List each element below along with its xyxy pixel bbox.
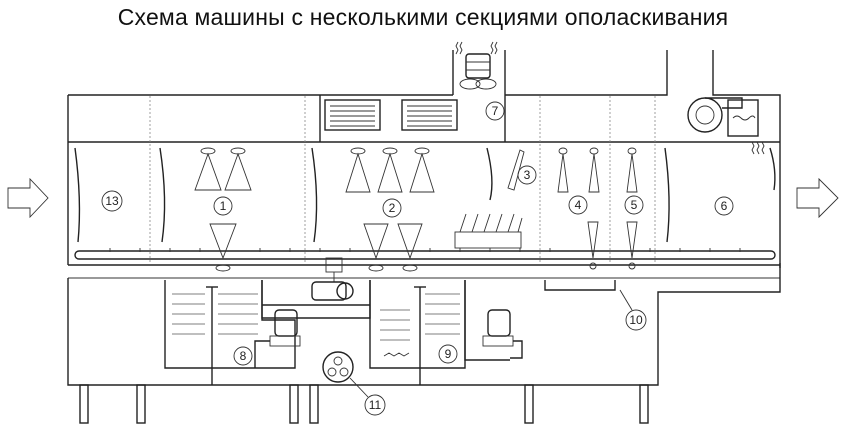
svg-text:4: 4	[575, 198, 582, 212]
central-pump-drive	[311, 257, 354, 301]
svg-text:3: 3	[524, 168, 531, 182]
pump-8	[254, 309, 301, 368]
machine-legs	[79, 384, 649, 424]
conveyor-belt	[74, 248, 776, 260]
callout-2: 2	[382, 198, 402, 218]
svg-text:1: 1	[220, 199, 227, 213]
dryer-blower	[687, 97, 765, 155]
callout-3: 3	[517, 165, 537, 185]
callout-9: 9	[438, 344, 458, 364]
wash-tanks	[164, 280, 616, 385]
diagram-title: Схема машины с несколькими секциями опол…	[117, 4, 729, 30]
svg-text:5: 5	[631, 198, 638, 212]
callout-13: 13	[101, 190, 123, 212]
callout-8: 8	[233, 346, 253, 366]
pump-9	[482, 309, 523, 359]
svg-text:8: 8	[240, 349, 247, 363]
svg-text:6: 6	[721, 199, 728, 213]
exit-arrow	[796, 177, 839, 219]
heater-blocks	[324, 99, 458, 131]
dish-rack	[454, 213, 523, 249]
rinse-nozzles	[507, 147, 638, 270]
callout-5: 5	[624, 195, 644, 215]
drain-filter	[322, 351, 354, 383]
svg-text:13: 13	[105, 194, 119, 208]
curtains	[74, 147, 776, 243]
callout-10: 10	[619, 289, 647, 331]
svg-text:2: 2	[389, 201, 396, 215]
svg-text:7: 7	[492, 104, 499, 118]
svg-text:9: 9	[445, 347, 452, 361]
callout-7: 7	[485, 101, 505, 121]
exhaust-fan-motor	[455, 41, 498, 90]
callout-1: 1	[213, 196, 233, 216]
machine-housing	[67, 50, 781, 386]
wash-zone-2-nozzles	[345, 147, 435, 272]
callout-4: 4	[568, 195, 588, 215]
section-dividers	[149, 96, 656, 264]
callout-markers: 1 2 3 4 5 6 7 8 9 10 11 13	[101, 101, 734, 416]
wash-zone-1-nozzles	[194, 147, 252, 272]
entry-arrow	[7, 177, 49, 219]
callout-6: 6	[714, 196, 734, 216]
svg-text:10: 10	[629, 313, 643, 327]
callout-11: 11	[349, 377, 386, 416]
svg-text:11: 11	[369, 398, 382, 412]
